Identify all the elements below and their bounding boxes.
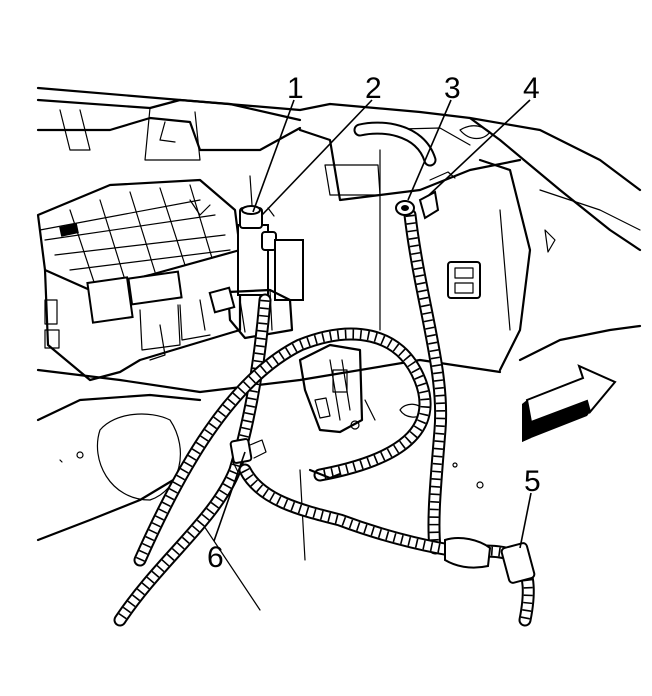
hose-segment [133,327,432,567]
callout-2: 2 [365,72,382,105]
callout-6: 6 [207,541,224,574]
leader-2 [261,99,373,216]
leader-4 [427,99,531,197]
callout-3: 3 [444,72,461,105]
callout-5: 5 [524,465,541,498]
connectors [229,171,536,584]
callout-1: 1 [287,72,304,105]
leader-5 [519,492,532,549]
forward-arrow-icon [522,364,617,442]
leader-3 [407,99,452,201]
purge-solenoid-assembly [208,175,304,340]
body-structure [36,86,642,611]
callout-4: 4 [523,72,540,105]
leader-6 [213,451,246,542]
leader-1 [252,99,295,213]
leader-lines [213,99,532,549]
underhood-fuse-block [36,178,242,382]
